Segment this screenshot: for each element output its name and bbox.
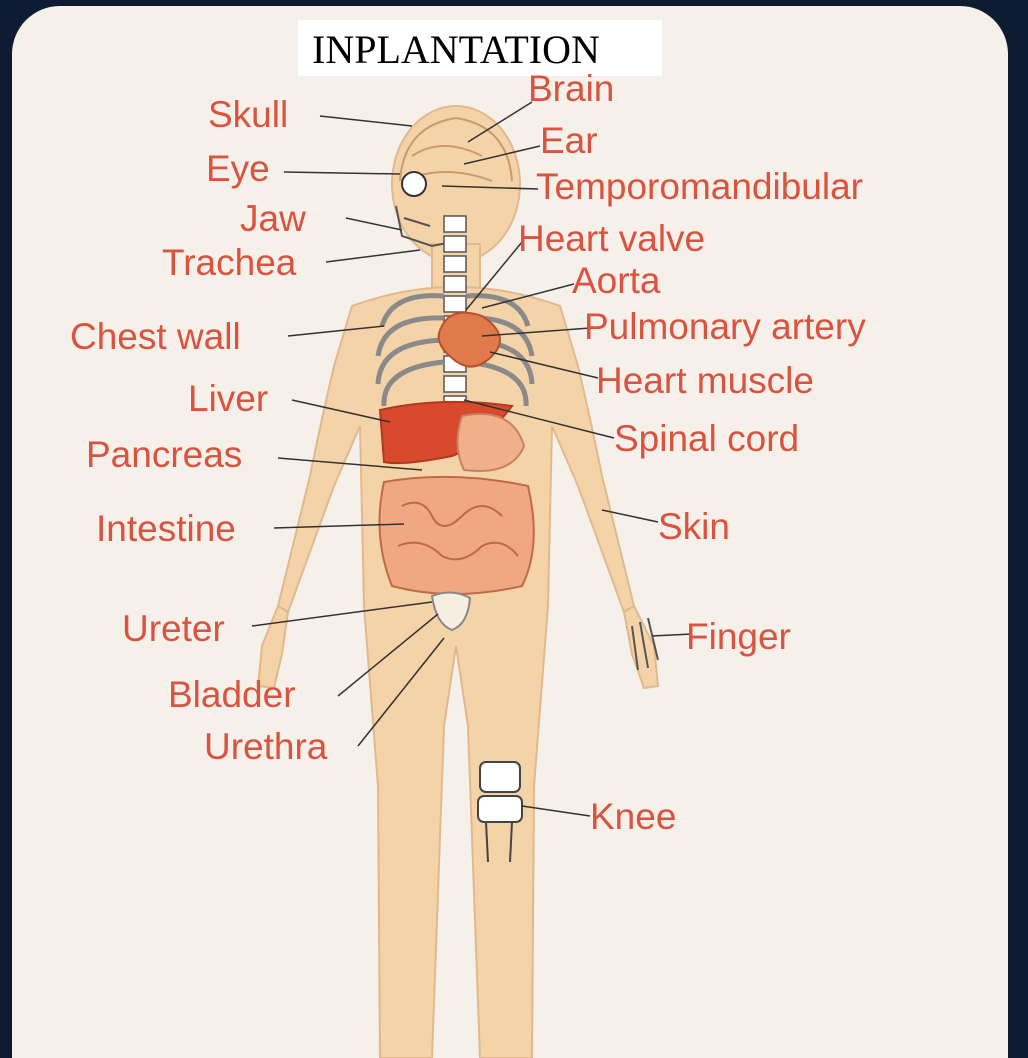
label-finger: Finger	[686, 618, 791, 655]
label-brain: Brain	[528, 70, 614, 107]
label-eye: Eye	[206, 150, 270, 187]
label-temporomandibular: Temporomandibular	[536, 168, 863, 205]
label-heart-valve: Heart valve	[518, 220, 705, 257]
label-trachea: Trachea	[162, 244, 296, 281]
label-skull: Skull	[208, 96, 288, 133]
label-pancreas: Pancreas	[86, 436, 242, 473]
label-liver: Liver	[188, 380, 268, 417]
label-aorta: Aorta	[572, 262, 660, 299]
slide-panel: INPLANTATION Skull Eye Jaw Trachea Chest…	[12, 6, 1008, 1058]
label-spinal-cord: Spinal cord	[614, 420, 799, 457]
label-knee: Knee	[590, 798, 676, 835]
intestine-drawing	[380, 477, 534, 594]
label-bladder: Bladder	[168, 676, 296, 713]
label-skin: Skin	[658, 508, 730, 545]
label-chest-wall: Chest wall	[70, 318, 241, 355]
label-intestine: Intestine	[96, 510, 236, 547]
label-heart-muscle: Heart muscle	[596, 362, 814, 399]
label-jaw: Jaw	[240, 200, 306, 237]
label-pulmonary-artery: Pulmonary artery	[584, 308, 866, 345]
diagram-title: INPLANTATION	[312, 26, 600, 73]
label-ear: Ear	[540, 122, 598, 159]
label-urethra: Urethra	[204, 728, 327, 765]
label-ureter: Ureter	[122, 610, 225, 647]
